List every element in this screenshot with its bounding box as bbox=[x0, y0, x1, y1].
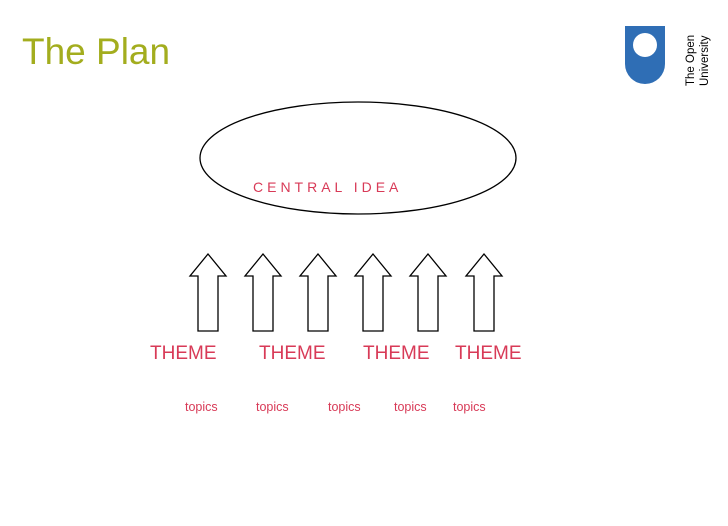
logo-line-1: The Open bbox=[685, 35, 697, 86]
shield-circle bbox=[633, 33, 657, 57]
logo-line-2: University bbox=[699, 35, 711, 86]
topic-label-1: topics bbox=[185, 400, 218, 414]
up-arrow-3 bbox=[298, 252, 338, 332]
theme-label-2: THEME bbox=[259, 343, 326, 364]
arrow-group bbox=[188, 252, 504, 332]
topic-label-5: topics bbox=[453, 400, 486, 414]
up-arrow-1 bbox=[188, 252, 228, 332]
topic-label-4: topics bbox=[394, 400, 427, 414]
slide-title: The Plan bbox=[22, 31, 171, 72]
up-arrow-4 bbox=[353, 252, 393, 332]
up-arrow-5 bbox=[408, 252, 448, 332]
up-arrow-2 bbox=[243, 252, 283, 332]
topic-label-3: topics bbox=[328, 400, 361, 414]
topic-label-2: topics bbox=[256, 400, 289, 414]
theme-label-4: THEME bbox=[455, 343, 522, 364]
open-university-logo: The Open University bbox=[625, 26, 711, 86]
theme-label-3: THEME bbox=[363, 343, 430, 364]
central-idea-label: CENTRAL IDEA bbox=[253, 179, 402, 195]
theme-label-1: THEME bbox=[150, 343, 217, 364]
up-arrow-6 bbox=[464, 252, 504, 332]
central-idea-ellipse bbox=[199, 101, 517, 215]
